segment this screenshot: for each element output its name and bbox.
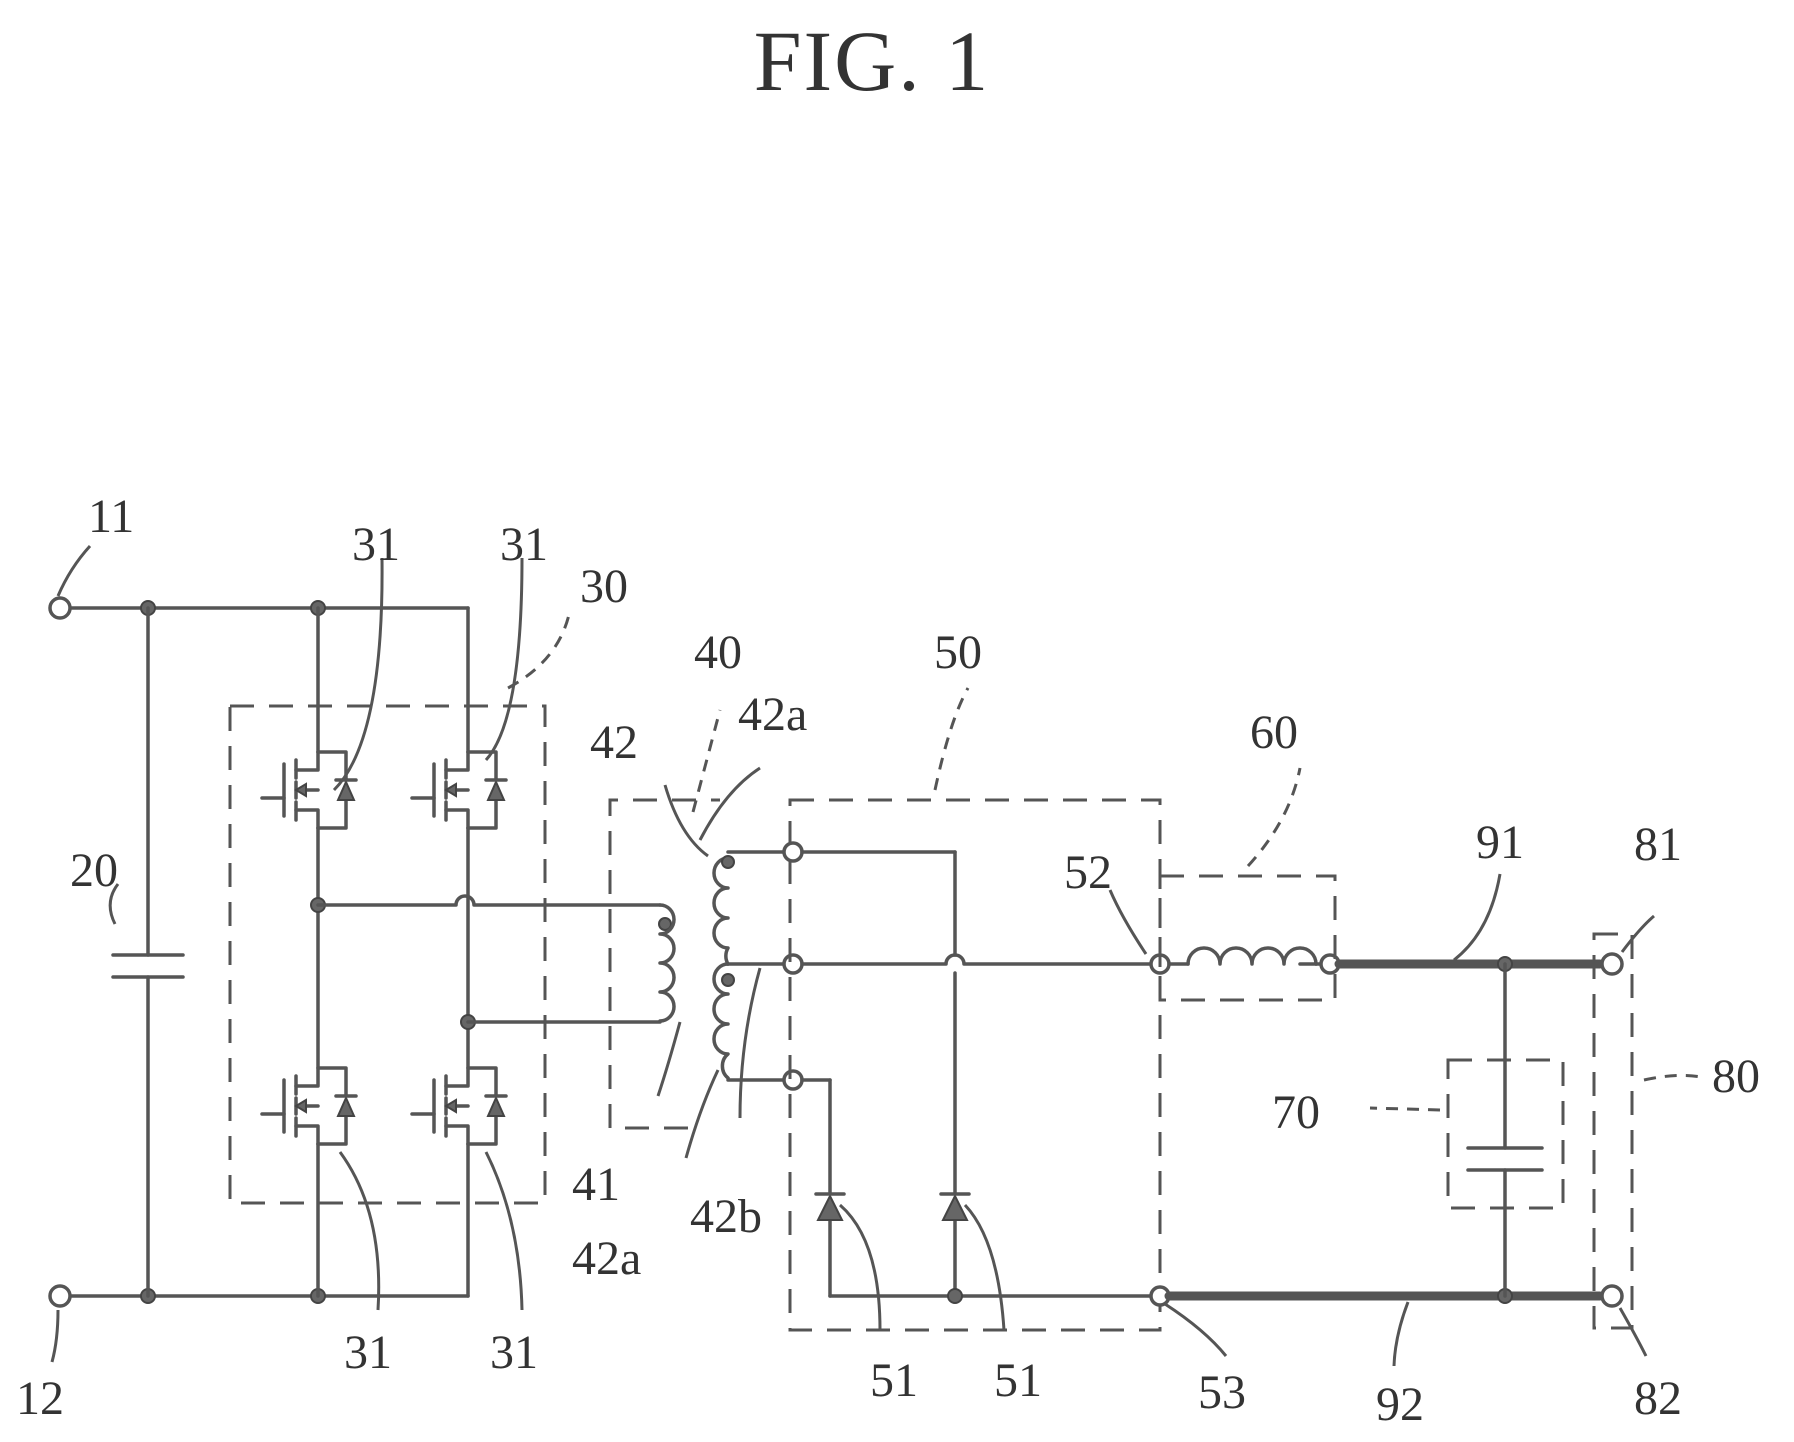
input-terminal-11 xyxy=(50,598,70,618)
mosfet-switch-bottom-right xyxy=(412,1068,506,1144)
secondary-terminal-top xyxy=(784,843,802,861)
inductor-block-60-outline xyxy=(1160,876,1335,1000)
label-31-bottom-right: 31 xyxy=(490,1326,538,1379)
label-80: 80 xyxy=(1712,1050,1760,1103)
label-42b: 42b xyxy=(690,1190,762,1243)
label-82: 82 xyxy=(1634,1372,1682,1425)
secondary-winding-upper xyxy=(714,858,728,964)
label-20: 20 xyxy=(70,844,118,897)
label-50: 50 xyxy=(934,626,982,679)
input-terminal-12 xyxy=(50,1286,70,1306)
bridge-legs xyxy=(311,608,475,1296)
label-91: 91 xyxy=(1476,816,1524,869)
output-terminal-81 xyxy=(1602,954,1622,974)
mosfet-switch-top-right xyxy=(412,752,506,828)
label-40: 40 xyxy=(694,626,742,679)
primary-connections xyxy=(318,896,671,1022)
rectifier-diode-right xyxy=(941,1194,969,1220)
label-60: 60 xyxy=(1250,706,1298,759)
polarity-dot-icon xyxy=(722,974,734,986)
rectifier-diode-left xyxy=(816,1194,844,1220)
label-51-left: 51 xyxy=(870,1354,918,1407)
label-42: 42 xyxy=(590,716,638,769)
leader-lines xyxy=(52,546,1706,1366)
output-section xyxy=(1151,876,1632,1328)
label-42a-top: 42a xyxy=(738,688,807,741)
label-11: 11 xyxy=(88,490,134,543)
label-42a-bottom: 42a xyxy=(572,1232,641,1285)
output-terminal-82 xyxy=(1602,1286,1622,1306)
label-52: 52 xyxy=(1064,846,1112,899)
rectifier-wiring xyxy=(802,852,1150,1303)
secondary-terminal-bottom xyxy=(784,1071,802,1089)
label-30: 30 xyxy=(580,560,628,613)
input-rails xyxy=(50,598,468,1306)
junction xyxy=(948,1289,962,1303)
label-41: 41 xyxy=(572,1158,620,1211)
figure-title: FIG. 1 xyxy=(754,13,991,109)
label-70: 70 xyxy=(1272,1086,1320,1139)
label-31-bottom-left: 31 xyxy=(344,1326,392,1379)
label-31-top-right: 31 xyxy=(500,518,548,571)
output-block-80-outline xyxy=(1594,934,1632,1328)
label-92: 92 xyxy=(1376,1378,1424,1431)
mosfet-switch-bottom-left xyxy=(262,1068,356,1144)
choke-inductor-60 xyxy=(1188,948,1316,964)
input-capacitor-20 xyxy=(113,608,183,1296)
polarity-dot-icon xyxy=(722,856,734,868)
label-81: 81 xyxy=(1634,818,1682,871)
label-51-right: 51 xyxy=(994,1354,1042,1407)
mosfet-switch-top-left xyxy=(262,752,356,828)
label-53: 53 xyxy=(1198,1366,1246,1419)
secondary-terminal-center xyxy=(784,955,802,973)
label-12: 12 xyxy=(16,1372,64,1425)
label-31-top-left: 31 xyxy=(352,518,400,571)
